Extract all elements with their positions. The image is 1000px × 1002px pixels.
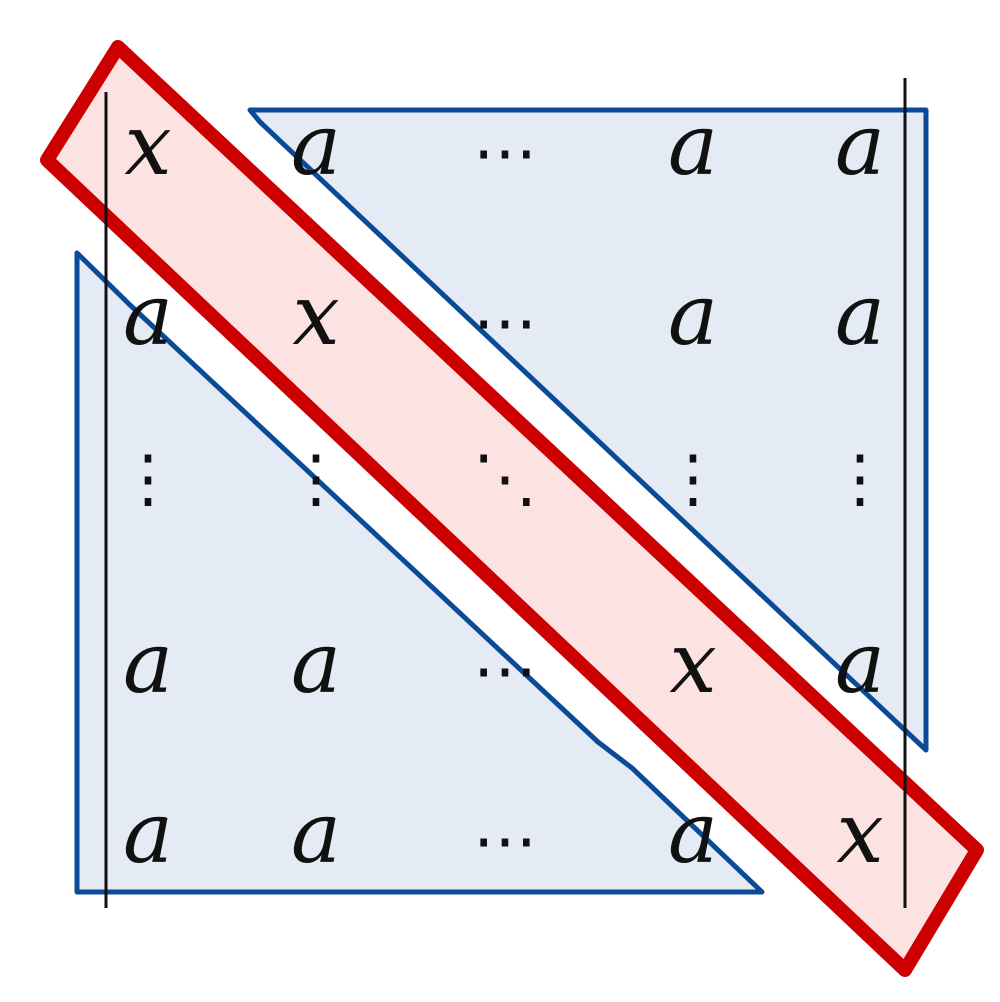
matrix-entry-r4-c1: a [123, 614, 173, 712]
matrix-entry-r3-c5: ⋮ [828, 442, 892, 516]
matrix-entry-r4-c2: a [291, 614, 341, 712]
matrix-entry-r3-c1: ⋮ [116, 442, 180, 516]
matrix-entry-r3-c2: ⋮ [284, 442, 348, 516]
matrix-entry-r2-c2: x [292, 266, 339, 364]
upper-triangle-region [247, 107, 929, 753]
matrix-entry-r1-c1: x [124, 96, 171, 194]
matrix-entry-r2-c1: a [123, 266, 173, 364]
matrix-entry-r5-c4: a [668, 784, 718, 882]
matrix-entry-r2-c5: a [835, 266, 885, 364]
matrix-entry-r5-c1: a [123, 784, 173, 882]
diagonal-band [40, 40, 984, 977]
matrix-entry-r5-c2: a [291, 784, 341, 882]
lower-triangle-region [74, 250, 765, 895]
matrix-entry-r3-c4: ⋮ [661, 442, 725, 516]
matrix-entry-r1-c5: a [835, 96, 885, 194]
matrix-entry-r4-c5: a [835, 614, 885, 712]
matrix-entry-r5-c5: x [836, 784, 883, 882]
matrix-entry-r4-c4: x [669, 614, 716, 712]
matrix-entry-r2-c3: ⋯ [473, 286, 537, 360]
matrix-entry-r1-c4: a [668, 96, 718, 194]
matrix-entry-r1-c3: ⋯ [473, 116, 537, 190]
matrix-entry-r3-c3: ⋱ [473, 442, 537, 516]
matrix-entry-r2-c4: a [668, 266, 718, 364]
matrix-entry-r5-c3: ⋯ [473, 804, 537, 878]
matrix-entry-r1-c2: a [291, 96, 341, 194]
matrix-entry-r4-c3: ⋯ [473, 634, 537, 708]
